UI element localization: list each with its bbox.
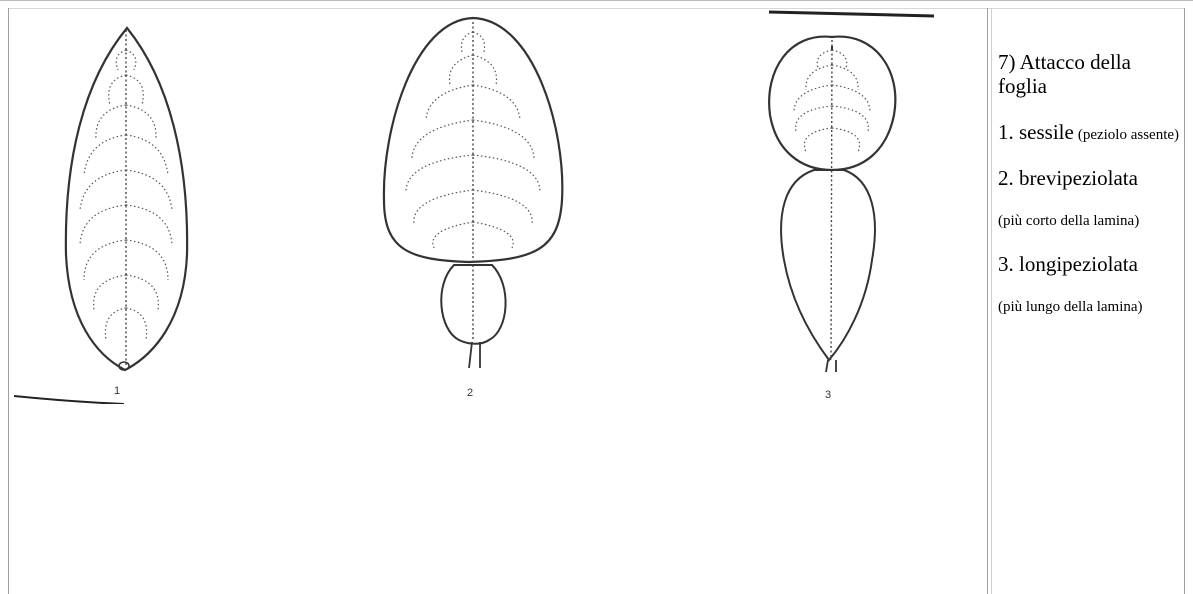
column-divider	[987, 8, 988, 594]
table-left-border	[8, 8, 9, 594]
table-top-border	[8, 8, 1185, 9]
caption-column: 7) Attacco della foglia 1. sessile (pezi…	[998, 50, 1182, 318]
leaf-2-brevipeziolata-drawing	[384, 18, 562, 368]
item-brevipeziolata-note: (più corto della lamina)	[998, 210, 1182, 232]
table-right-border	[1184, 8, 1185, 594]
leaf-2-number: 2	[467, 387, 473, 399]
leaf-3-longipeziolata-drawing	[769, 37, 895, 372]
section-heading: 7) Attacco della foglia	[998, 50, 1182, 98]
column-divider-shadow	[991, 8, 992, 594]
top-rule	[0, 0, 1193, 1]
leaf-1-sessile-drawing	[66, 28, 187, 370]
item-sessile: 1. sessile (peziolo assente)	[998, 120, 1182, 146]
item-sessile-note: (peziolo assente)	[1078, 127, 1179, 143]
item-brevipeziolata-label: 2. brevipeziolata	[998, 166, 1182, 190]
item-longipeziolata-note: (più lungo della lamina)	[998, 296, 1182, 318]
leaf-3-number: 3	[825, 389, 831, 401]
leaf-1-number: 1	[114, 385, 120, 397]
item-longipeziolata-label: 3. longipeziolata	[998, 252, 1182, 276]
item-sessile-label: 1. sessile	[998, 120, 1074, 144]
leaf-attachment-figure: 1 2	[14, 10, 934, 404]
